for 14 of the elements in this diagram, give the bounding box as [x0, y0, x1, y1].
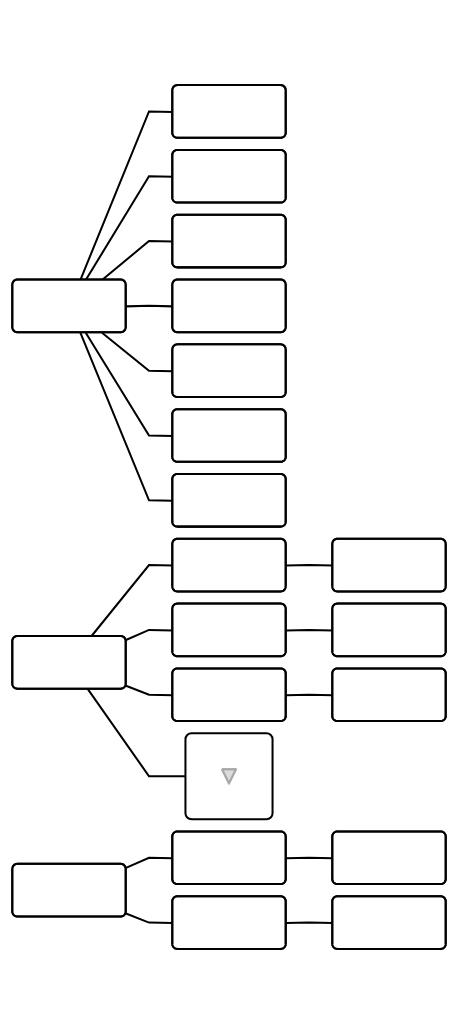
connector: [125, 856, 173, 869]
connector: [125, 912, 173, 925]
connector: [125, 628, 173, 641]
connector: [84, 332, 173, 437]
connector: [286, 921, 333, 925]
connector: [286, 856, 333, 860]
connector: [126, 304, 173, 308]
connector: [286, 628, 333, 632]
connector: [125, 684, 173, 697]
connector: [79, 332, 173, 502]
connector: [86, 688, 186, 778]
connector: [286, 693, 333, 697]
connector: [286, 564, 333, 567]
cluster: [184, 732, 274, 821]
